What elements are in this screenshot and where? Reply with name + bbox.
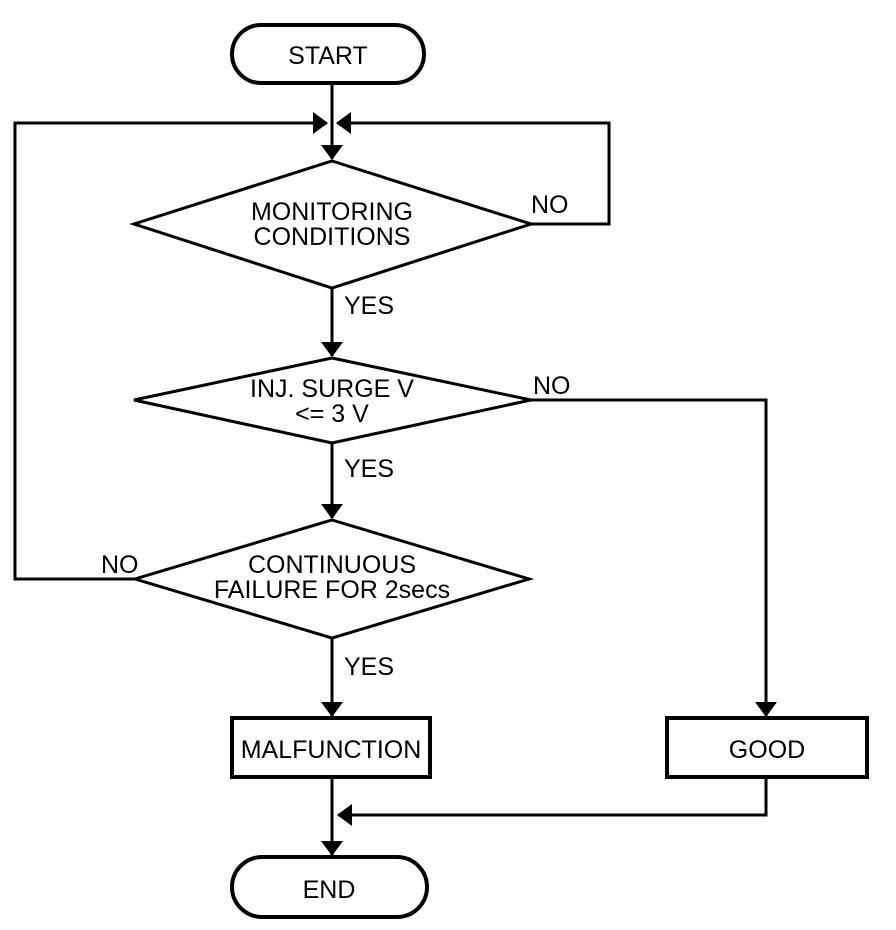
node-continuous-line1: CONTINUOUS (248, 551, 416, 579)
node-monitoring-conditions (129, 159, 536, 290)
label-surge-no: NO (533, 372, 571, 400)
node-malfunction-label: MALFUNCTION (241, 736, 422, 764)
node-good (665, 716, 869, 779)
node-monitoring-line2: CONDITIONS (254, 223, 411, 251)
label-monitoring-no: NO (531, 191, 569, 219)
node-continuous-line2: FAILURE FOR 2secs (214, 576, 450, 604)
node-end (230, 855, 429, 919)
node-surge-line2: <= 3 V (295, 400, 369, 428)
edge-surge-no-to-good (531, 398, 777, 717)
edge-monitoring-no-loop (336, 112, 611, 226)
edge-good-to-merge (337, 777, 768, 826)
label-monitoring-yes: YES (344, 292, 394, 320)
node-inj-surge-v (133, 356, 532, 445)
node-start-label: START (288, 42, 368, 70)
node-end-label: END (303, 876, 356, 904)
label-surge-yes: YES (344, 455, 394, 483)
edge-continuous-no-loop (13, 112, 328, 581)
label-continuous-no: NO (101, 551, 139, 579)
node-surge-line1: INJ. SURGE V (250, 375, 414, 403)
node-good-label: GOOD (729, 736, 805, 764)
node-continuous-failure (129, 518, 535, 640)
node-start (230, 23, 426, 85)
node-monitoring-line1: MONITORING (251, 198, 413, 226)
node-malfunction (230, 716, 432, 779)
label-continuous-yes: YES (344, 653, 394, 681)
